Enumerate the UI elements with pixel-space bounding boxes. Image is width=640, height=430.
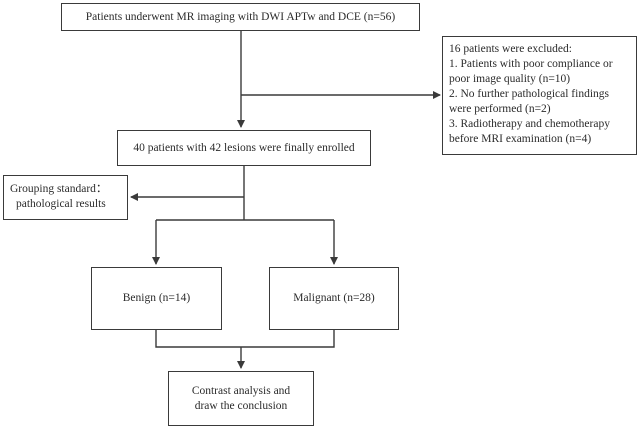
excluded-box: 16 patients were excluded: 1. Patients w… <box>442 36 637 155</box>
start-box: Patients underwent MR imaging with DWI A… <box>61 3 420 31</box>
malignant-text: Malignant (n=28) <box>293 292 375 304</box>
conclusion-line-2: draw the conclusion <box>194 399 288 412</box>
excluded-item-1-line-2: poor image quality (n=10) <box>449 73 571 85</box>
excluded-item-2-line-1: 2. No further pathological findings <box>449 88 610 100</box>
excluded-item-2-line-2: were performed (n=2) <box>449 103 551 115</box>
excluded-item-3-line-2: before MRI examination (n=4) <box>449 133 592 145</box>
grouping-box: Grouping standard： pathological results <box>3 175 128 220</box>
enrolled-box: 40 patients with 42 lesions were finally… <box>117 130 371 166</box>
excluded-title: 16 patients were excluded: <box>449 43 572 55</box>
grouping-line-2: pathological results <box>16 198 106 210</box>
excluded-item-3-line-1: 3. Radiotherapy and chemotherapy <box>449 118 610 130</box>
start-text: Patients underwent MR imaging with DWI A… <box>85 10 396 23</box>
malignant-box: Malignant (n=28) <box>269 267 399 330</box>
connector-merge <box>155 330 335 348</box>
conclusion-box: Contrast analysis and draw the conclusio… <box>168 371 314 426</box>
excluded-item-1-line-1: 1. Patients with poor compliance or <box>449 58 613 70</box>
benign-text: Benign (n=14) <box>122 292 191 304</box>
benign-box: Benign (n=14) <box>91 267 222 330</box>
grouping-line-1: Grouping standard： <box>10 183 108 195</box>
enrolled-text: 40 patients with 42 lesions were finally… <box>133 141 355 154</box>
conclusion-line-1: Contrast analysis and <box>191 384 291 397</box>
